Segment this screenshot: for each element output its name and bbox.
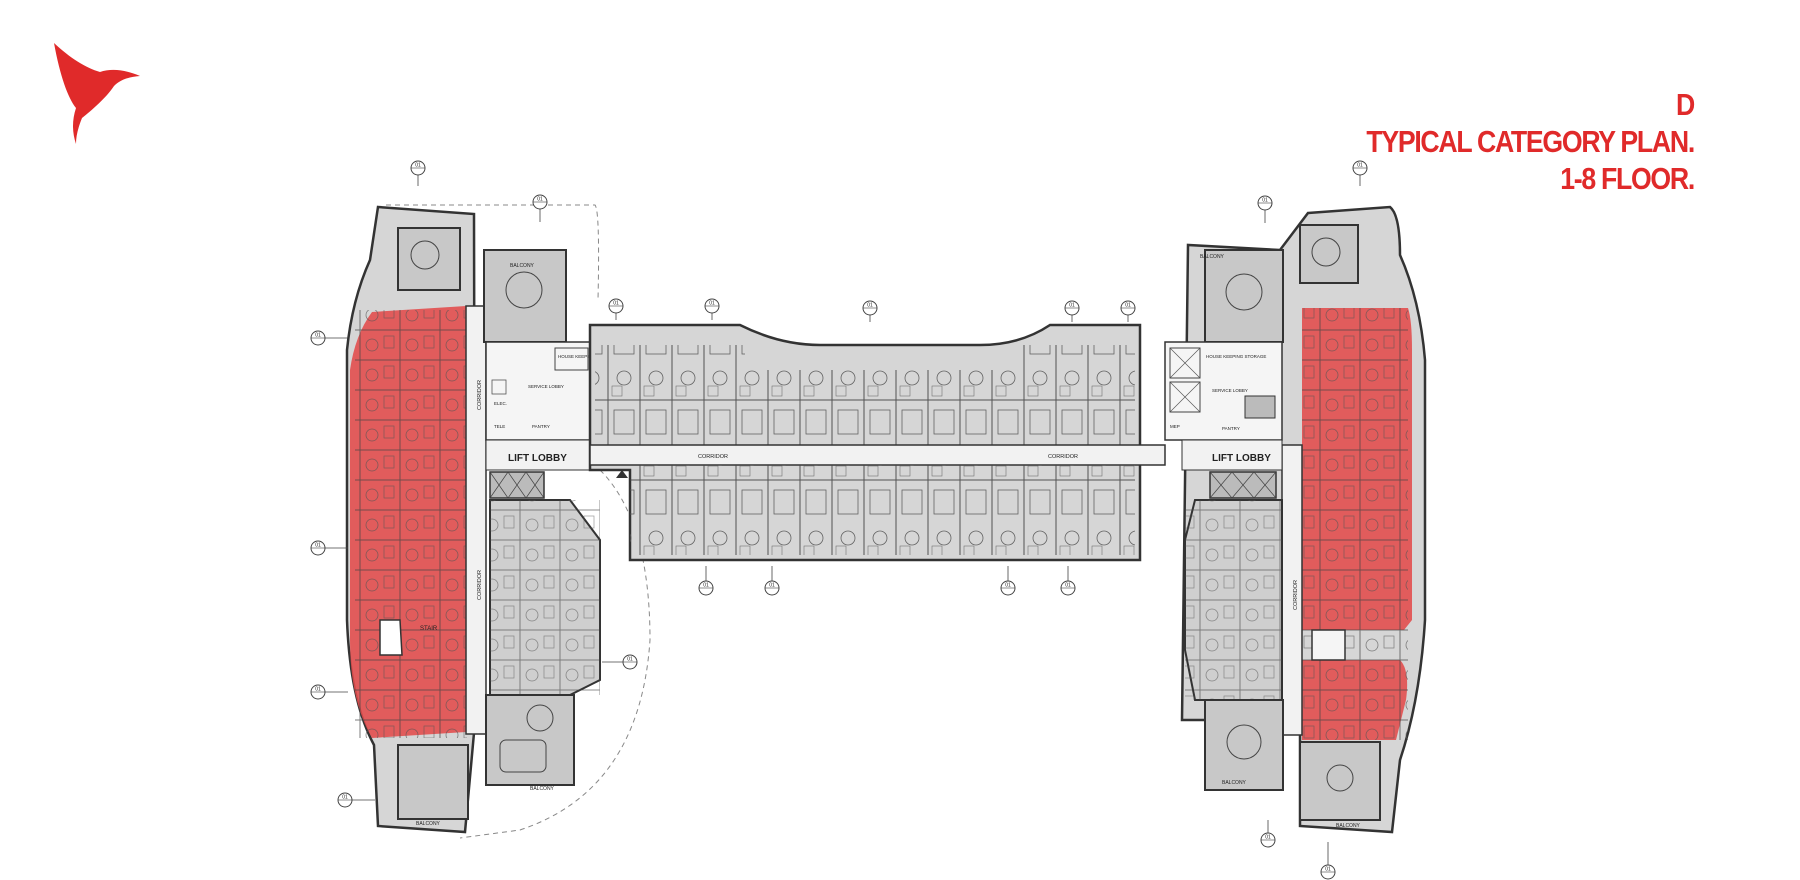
grid-marker-label: 01 — [769, 583, 775, 589]
grid-marker-icon: 01 — [337, 792, 375, 808]
right-service-core — [1164, 341, 1283, 441]
site-outline — [386, 204, 600, 301]
grid-marker-label: 01 — [1069, 303, 1075, 309]
grid-marker-icon: 01 — [602, 654, 638, 670]
left-top-suite — [397, 227, 461, 291]
balcony-label-6: BALCONY — [1336, 823, 1361, 829]
elec-label: ELEC. — [494, 401, 507, 406]
grid-marker-label: 01 — [342, 795, 348, 801]
right-corridor-label: CORRIDOR — [1293, 580, 1299, 610]
grid-marker-icon: 01 — [1257, 195, 1273, 223]
grid-marker-label: 01 — [1065, 583, 1071, 589]
grid-marker-icon: 01 — [1000, 566, 1016, 596]
center-upper-rooms-right — [1020, 345, 1135, 445]
right-lift-lobby — [1181, 439, 1283, 471]
grid-marker-label: 01 — [415, 163, 421, 169]
service-lobby-label-2: SERVICE LOBBY — [1212, 388, 1248, 393]
grid-marker-label: 01 — [1357, 163, 1363, 169]
grid-marker-icon: 01 — [764, 566, 780, 596]
pantry-label: PANTRY — [532, 424, 550, 429]
grid-marker-icon: 01 — [1260, 820, 1276, 848]
right-room-grid — [1302, 308, 1408, 740]
hummingbird-logo-icon — [54, 43, 140, 144]
grid-marker-label: 01 — [613, 301, 619, 307]
right-bottom-suite — [1204, 699, 1284, 791]
left-lift-lobby-label: LIFT LOBBY — [508, 453, 567, 464]
right-stair — [1311, 629, 1346, 661]
balcony-label-5: BALCONY — [1222, 780, 1247, 786]
grid-marker-icon: 01 — [310, 330, 348, 346]
pantry-label-2: PANTRY — [1222, 426, 1240, 431]
grid-marker-icon: 01 — [608, 298, 624, 320]
left-service-core — [485, 341, 591, 441]
right-bottom-room — [1299, 741, 1381, 821]
balcony-label: BALCONY — [510, 263, 535, 269]
right-top-suite — [1299, 224, 1359, 284]
grid-marker-label: 01 — [537, 197, 543, 203]
grid-marker-label: 01 — [315, 333, 321, 339]
right-corridor — [1281, 444, 1303, 736]
grid-marker-label: 01 — [627, 657, 633, 663]
tele-label: TELE — [494, 424, 505, 429]
left-corridor-label-2: CORRIDOR — [477, 570, 483, 600]
grid-marker-label: 01 — [1005, 583, 1011, 589]
grid-marker-icon: 01 — [1352, 160, 1368, 186]
grid-marker-label: 01 — [1262, 198, 1268, 204]
grid-marker-icon: 01 — [1320, 842, 1336, 880]
grid-marker-label: 01 — [709, 301, 715, 307]
grid-marker-icon: 01 — [310, 684, 348, 700]
grid-marker-label: 01 — [315, 687, 321, 693]
left-bottom-room — [397, 744, 469, 820]
grid-marker-label: 01 — [1125, 303, 1131, 309]
grid-marker-label: 01 — [867, 303, 873, 309]
grid-marker-icon: 01 — [1060, 566, 1076, 596]
grid-marker-icon: 01 — [1064, 300, 1080, 322]
plan-title-line1: TYPICAL CATEGORY PLAN. — [1366, 124, 1695, 159]
grid-marker-icon: 01 — [704, 298, 720, 320]
center-upper-rooms-left — [595, 345, 745, 445]
grid-marker-icon: 01 — [1120, 300, 1136, 322]
grid-markers: 01 01 01 01 01 01 01 01 01 01 01 01 01 01 01 01 01 01 01 01 — [310, 160, 1368, 880]
plan-title-line2: 1-8 FLOOR. — [1560, 161, 1695, 196]
grid-marker-icon: 01 — [310, 540, 348, 556]
center-corridor — [589, 444, 1166, 466]
left-stair — [379, 619, 403, 656]
plan-title: D TYPICAL CATEGORY PLAN. 1-8 FLOOR. — [1313, 86, 1695, 197]
service-lobby-label: SERVICE LOBBY — [528, 384, 564, 389]
balcony-label-3: BALCONY — [530, 786, 555, 792]
left-stair-label: STAIR — [420, 626, 438, 632]
grid-marker-label: 01 — [1325, 867, 1331, 873]
left-corridor — [465, 305, 487, 735]
grid-marker-icon: 01 — [698, 566, 714, 596]
center-lower-rooms — [630, 465, 1135, 555]
right-lift-lobby-label: LIFT LOBBY — [1212, 453, 1271, 464]
right-top-balcony-suite — [1204, 249, 1284, 343]
grid-marker-label: 01 — [1265, 835, 1271, 841]
housekeeping-label-2: HOUSE KEEPING STORAGE — [1206, 354, 1266, 359]
housekeeping-label: HOUSE KEEPING STORAGE — [558, 354, 618, 359]
left-corridor-label: CORRIDOR — [477, 380, 483, 410]
grid-marker-icon: 01 — [862, 300, 878, 322]
center-upper-rooms-mid — [745, 370, 1020, 445]
grid-marker-label: 01 — [703, 583, 709, 589]
mep-label: MEP — [1170, 424, 1180, 429]
grid-marker-icon: 01 — [532, 194, 548, 222]
center-corridor-label: CORRIDOR — [698, 454, 728, 460]
balcony-label-4: BALCONY — [1200, 254, 1225, 260]
balcony-label-2: BALCONY — [416, 821, 441, 827]
site-outline — [459, 469, 651, 839]
left-room-grid — [355, 310, 467, 738]
grid-marker-label: 01 — [315, 543, 321, 549]
plan-letter: D — [1676, 87, 1695, 122]
grid-marker-icon: 01 — [410, 160, 426, 186]
center-corridor-label-2: CORRIDOR — [1048, 454, 1078, 460]
